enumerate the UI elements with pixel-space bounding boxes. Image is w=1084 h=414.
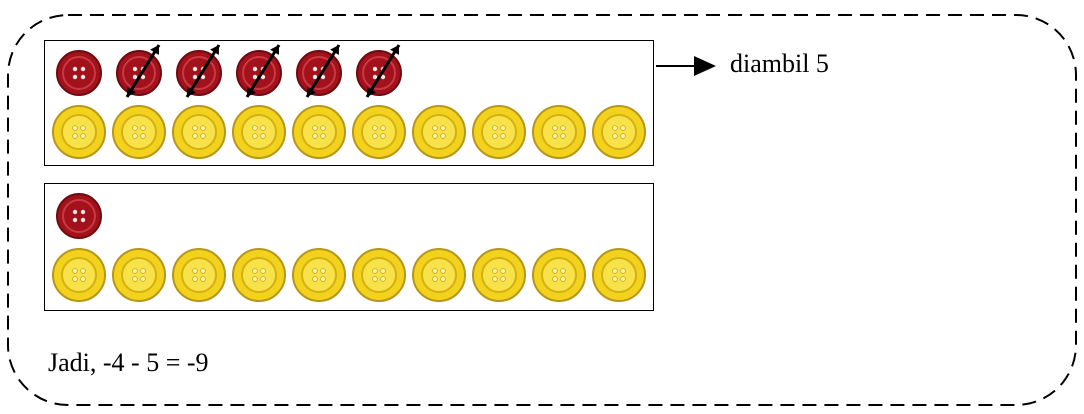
yellow-button [532, 105, 586, 159]
red-button [116, 50, 162, 96]
conclusion-text: Jadi, -4 - 5 = -9 [48, 348, 209, 377]
yellow-button [472, 105, 526, 159]
yellow-button [412, 105, 466, 159]
pair-arrow [125, 44, 161, 98]
yellow-button [112, 105, 166, 159]
red-button [56, 50, 102, 96]
pair-arrow [185, 44, 221, 98]
buttons-after [52, 193, 646, 302]
red-button [56, 193, 102, 239]
red-button [356, 50, 402, 96]
yellow-button [352, 248, 406, 302]
red-button [296, 50, 342, 96]
yellow-button [52, 105, 106, 159]
yellow-button [292, 248, 346, 302]
yellow-button [532, 248, 586, 302]
annotation-text: diambil 5 [730, 49, 829, 78]
yellow-button [232, 248, 286, 302]
pair-arrow [365, 44, 401, 98]
red-button [236, 50, 282, 96]
pair-arrow [245, 44, 281, 98]
yellow-button [52, 248, 106, 302]
panel-after [44, 183, 654, 311]
yellow-button [172, 248, 226, 302]
yellow-button [232, 105, 286, 159]
buttons-before [52, 44, 646, 159]
yellow-button [172, 105, 226, 159]
yellow-button [592, 105, 646, 159]
panel-before [44, 40, 654, 166]
yellow-button [112, 248, 166, 302]
red-button [176, 50, 222, 96]
yellow-button [292, 105, 346, 159]
pair-arrow [305, 44, 341, 98]
yellow-button [472, 248, 526, 302]
yellow-button [592, 248, 646, 302]
yellow-button [352, 105, 406, 159]
yellow-button [412, 248, 466, 302]
